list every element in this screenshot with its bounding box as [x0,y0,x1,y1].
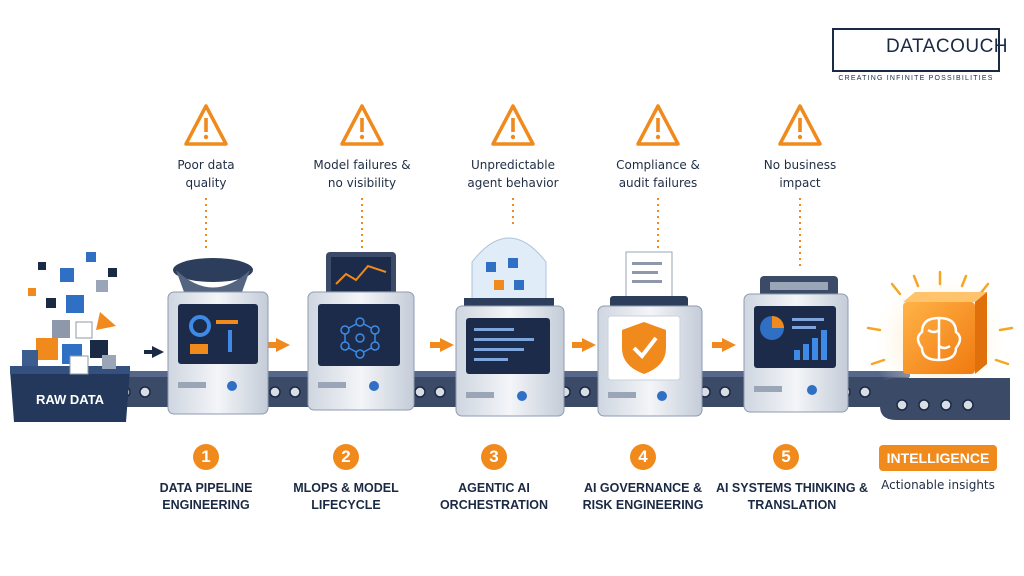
risk-text: agent behavior [467,176,559,190]
step-title-text: AI GOVERNANCE & [583,481,703,495]
risk-text: Unpredictable [471,158,555,172]
step-number-4: 4 [630,444,656,470]
machine-4 [597,251,703,417]
step-title-text: AI SYSTEMS THINKING & [715,481,869,495]
step-title-text: AGENTIC AI [458,481,530,495]
step-number-1: 1 [193,444,219,470]
risk-text: audit failures [618,176,698,190]
step-number-2: 2 [333,444,359,470]
intelligence-sublabel: Actionable insights [881,478,995,492]
raw-data-label: RAW DATA [35,392,105,407]
risk-text: Poor data [177,158,235,172]
raw-data-bin [10,252,130,422]
machine-1 [167,258,269,415]
risk-text: No business [763,158,837,172]
step-title-1: DATA PIPELINE ENGINEERING [126,480,286,514]
flow-arrows [266,338,736,352]
risk-text: no visibility [327,176,397,190]
risk-label-3: Unpredictable agent behavior [448,156,578,192]
step-number-3: 3 [481,444,507,470]
intelligence-output [866,270,1014,420]
step-title-text: TRANSLATION [747,498,837,512]
step-title-3: AGENTIC AI ORCHESTRATION [414,480,574,514]
risk-label-2: Model failures & no visibility [297,156,427,192]
intelligence-badge: INTELLIGENCE [879,445,997,471]
machine-2 [307,252,415,411]
step-number-5: 5 [773,444,799,470]
step-title-text: RISK ENGINEERING [582,498,704,512]
risk-label-5: No business impact [735,156,865,192]
brand-logo: DATACOUCH [832,28,1008,72]
machine-5 [743,276,849,413]
step-title-4: AI GOVERNANCE & RISK ENGINEERING [563,480,723,514]
brand-tagline: CREATING INFINITE POSSIBILITIES [838,75,994,82]
step-title-5: AI SYSTEMS THINKING & TRANSLATION [706,480,878,514]
brand-name-part2: COUCH [935,36,1009,57]
warning-icons [184,104,822,146]
risk-label-4: Compliance & audit failures [593,156,723,192]
step-title-text: MLOPS & MODEL [293,481,399,495]
step-title-text: DATA PIPELINE [159,481,253,495]
step-title-2: MLOPS & MODEL LIFECYCLE [266,480,426,514]
risk-label-1: Poor data quality [141,156,271,192]
risk-text: Model failures & [313,158,411,172]
risk-text: impact [779,176,821,190]
brand-name-part1: DATA [886,36,936,57]
machine-3 [455,237,565,417]
step-title-text: ORCHESTRATION [439,498,549,512]
brand-name: DATACOUCH [886,36,1008,58]
risk-connectors [205,198,801,268]
step-title-text: LIFECYCLE [311,498,381,512]
risk-text: Compliance & [616,158,700,172]
step-title-text: ENGINEERING [162,498,250,512]
risk-text: quality [185,176,227,190]
